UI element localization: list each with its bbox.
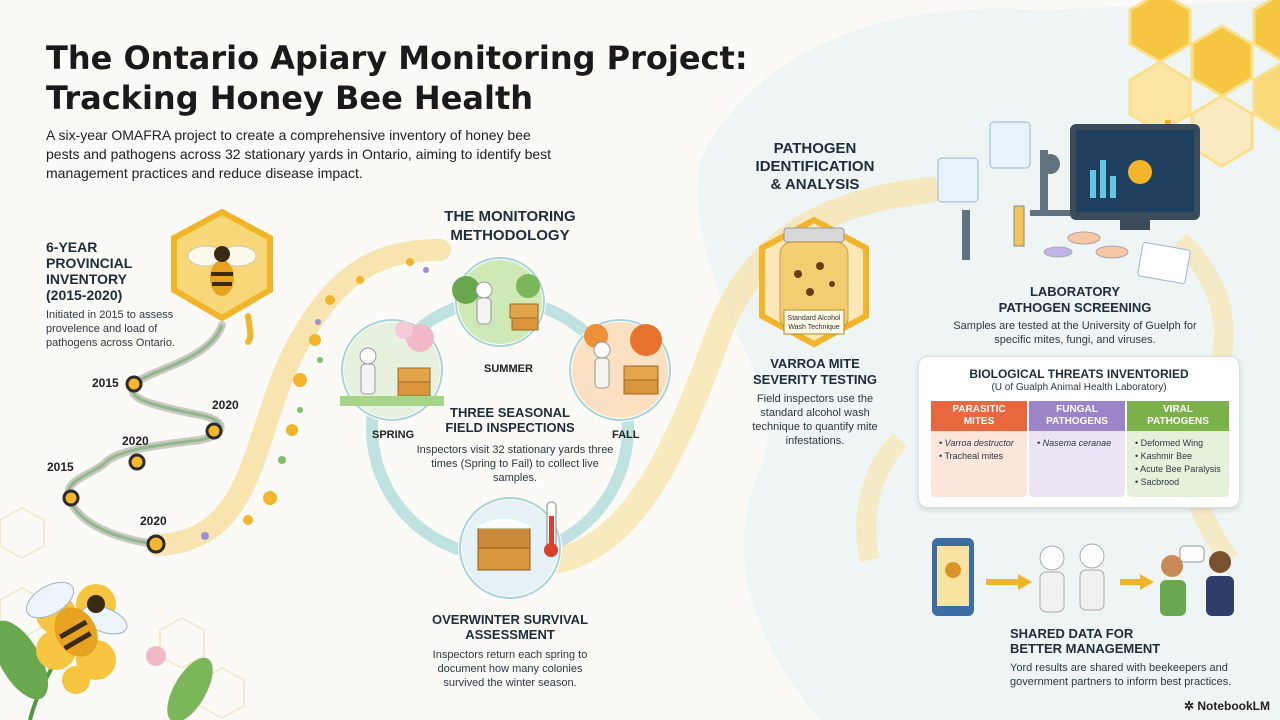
- timeline-year-5: 2020: [140, 514, 167, 528]
- fall-inspection-icon: [568, 318, 672, 422]
- field-inspections-heading: THREE SEASONAL FIELD INSPECTIONS: [420, 405, 600, 435]
- season-fall-label: FALL: [612, 429, 640, 441]
- shared-body: Yord results are shared with beekeepers …: [1010, 662, 1232, 688]
- mites-header-line-1: PARASITIC: [952, 404, 1006, 415]
- threats-fungal-column: FUNGAL PATHOGENS Nasema ceranae: [1029, 401, 1125, 497]
- list-item: Acute Bee Paralysis: [1135, 463, 1221, 476]
- brand-label: NotebookLM: [1197, 699, 1270, 713]
- page-title: The Ontario Apiary Monitoring Project: T…: [46, 38, 806, 118]
- timeline-node-4: [62, 489, 80, 507]
- honeycomb-corner-icon: [1128, 0, 1280, 168]
- flower-bee-icon: [0, 581, 213, 720]
- methodology-heading: THE MONITORING METHODOLOGY: [400, 207, 620, 245]
- field-heading-line-2: FIELD INSPECTIONS: [445, 420, 575, 435]
- lab-heading: LABORATORY PATHOGEN SCREENING: [950, 284, 1200, 316]
- inventory-heading-line-1: 6-YEAR: [46, 239, 98, 255]
- varroa-heading-line-2: SEVERITY TESTING: [752, 372, 877, 387]
- timeline-year-3: 2020: [122, 434, 149, 448]
- list-item: Varroa destructor: [939, 437, 1014, 450]
- list-item: Sacbrood: [1135, 476, 1221, 489]
- list-item: Tracheal mites: [939, 450, 1014, 463]
- inventory-heading-line-3: INVENTORY: [46, 271, 127, 287]
- inventory-heading: 6-YEAR PROVINCIAL INVENTORY (2015-2020): [46, 239, 186, 303]
- threats-subtitle: (U of Gualph Animal Health Laboratory): [991, 382, 1167, 393]
- title-line-2: Tracking Honey Bee Health: [46, 79, 534, 117]
- season-summer-label: SUMMER: [484, 363, 533, 375]
- overwinter-heading-line-1: OVERWINTER SURVIVAL: [431, 612, 589, 627]
- timeline-node-5: [146, 534, 166, 554]
- timeline-year-2: 2020: [212, 398, 239, 412]
- pathogen-heading: PATHOGEN IDENTIFICATION & ANALYSIS: [730, 140, 900, 194]
- inventory-body: Initiated in 2015 to assess provelence a…: [46, 309, 176, 349]
- threats-card: BIOLOGICAL THREATS INVENTORIED (U of Gua…: [918, 356, 1240, 508]
- viral-header: VIRAL PATHOGENS: [1127, 401, 1229, 431]
- mites-header-line-2: MITES: [963, 416, 995, 427]
- list-item: Kashmir Bee: [1135, 450, 1221, 463]
- overwinter-body: Inspectors return each spring to documen…: [432, 649, 588, 689]
- jar-label-line-2: Wash Technique: [788, 324, 840, 331]
- overwinter-heading-line-2: ASSESSMENT: [465, 627, 555, 642]
- threats-mites-column: PARASITIC MITES Varroa destructor Trache…: [931, 401, 1027, 497]
- pathogen-heading-line-3: & ANALYSIS: [770, 176, 860, 193]
- fungal-list: Nasema ceranae: [1037, 437, 1112, 450]
- mites-header: PARASITIC MITES: [931, 401, 1027, 431]
- varroa-body: Field inspectors use the standard alcoho…: [752, 393, 878, 447]
- fungal-header: FUNGAL PATHOGENS: [1029, 401, 1125, 431]
- notebooklm-brand: ✲ NotebookLM: [1184, 699, 1270, 713]
- shared-data-icon: [932, 538, 1234, 616]
- spring-inspection-icon: [340, 318, 444, 422]
- field-inspections-body: Inspectors visit 32 stationary yards thr…: [416, 444, 614, 484]
- shared-heading-line-2: BETTER MANAGEMENT: [1010, 641, 1161, 656]
- list-item: Deformed Wing: [1135, 437, 1221, 450]
- viral-list: Deformed Wing Kashmir Bee Acute Bee Para…: [1135, 437, 1221, 489]
- bee-hexagon-icon: [171, 208, 273, 345]
- methodology-heading-line-2: METHODOLOGY: [450, 227, 570, 244]
- viral-header-line-1: VIRAL: [1163, 404, 1193, 415]
- shared-heading: SHARED DATA FOR BETTER MANAGEMENT: [1010, 626, 1230, 656]
- threats-title: BIOLOGICAL THREATS INVENTORIED: [969, 367, 1189, 381]
- title-line-1: The Ontario Apiary Monitoring Project:: [46, 39, 748, 77]
- methodology-heading-line-1: THE MONITORING: [444, 208, 576, 225]
- fungal-header-line-2: PATHOGENS: [1046, 416, 1108, 427]
- lab-heading-line-2: PATHOGEN SCREENING: [998, 300, 1152, 315]
- laboratory-icon: [937, 121, 1200, 284]
- season-spring-label: SPRING: [372, 429, 415, 441]
- pathogen-heading-line-2: IDENTIFICATION: [755, 158, 875, 175]
- mites-list: Varroa destructor Tracheal mites: [939, 437, 1014, 463]
- viral-header-line-2: PATHOGENS: [1147, 416, 1209, 427]
- timeline-year-1: 2015: [92, 376, 119, 390]
- overwinter-heading: OVERWINTER SURVIVAL ASSESSMENT: [400, 612, 620, 642]
- list-item: Nasema ceranae: [1037, 437, 1112, 450]
- winter-hive-icon: [458, 496, 562, 600]
- shared-heading-line-1: SHARED DATA FOR: [1010, 626, 1134, 641]
- field-heading-line-1: THREE SEASONAL: [450, 405, 570, 420]
- brand-logo-icon: ✲: [1183, 699, 1198, 713]
- thermometer-icon: [544, 501, 558, 557]
- intro-paragraph: A six-year OMAFRA project to create a co…: [46, 127, 552, 181]
- inventory-heading-line-2: PROVINCIAL: [46, 255, 133, 271]
- lab-heading-line-1: LABORATORY: [1029, 284, 1121, 299]
- varroa-heading: VARROA MITE SEVERITY TESTING: [740, 356, 890, 388]
- summer-inspection-icon: [452, 256, 546, 348]
- threats-viral-column: VIRAL PATHOGENS Deformed Wing Kashmir Be…: [1127, 401, 1229, 497]
- timeline-node-1: [125, 375, 143, 393]
- jar-label: Standard Alcohol Wash Technique: [784, 314, 844, 332]
- varroa-heading-line-1: VARROA MITE: [770, 356, 860, 371]
- jar-label-line-1: Standard Alcohol: [787, 315, 841, 322]
- pathogen-heading-line-1: PATHOGEN: [773, 140, 857, 157]
- timeline-year-4: 2015: [47, 460, 74, 474]
- inventory-heading-line-4: (2015-2020): [46, 287, 123, 303]
- timeline-node-3: [128, 453, 146, 471]
- lab-body: Samples are tested at the University of …: [953, 320, 1197, 346]
- varroa-jar-icon: [759, 216, 869, 348]
- timeline-node-2: [205, 422, 223, 440]
- fungal-header-line-1: FUNGAL: [1056, 404, 1098, 415]
